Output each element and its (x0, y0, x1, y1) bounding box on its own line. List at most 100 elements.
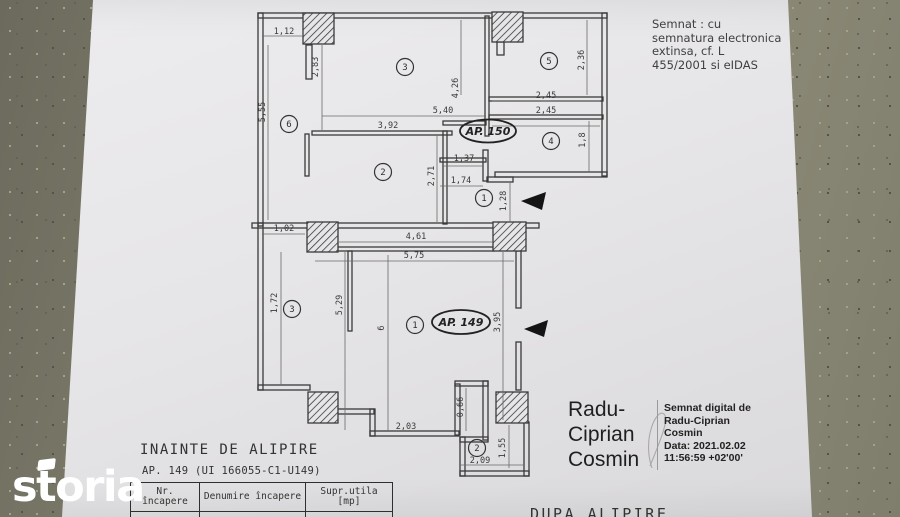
room-number: 2 (380, 168, 385, 178)
dimension-label: 1,02 (274, 224, 294, 234)
entrance-arrow-icon (524, 320, 548, 337)
wall-segment (515, 250, 522, 309)
dimension-label: 1,72 (270, 293, 280, 313)
dimension-label: 1,8 (578, 132, 588, 147)
room-number: 1 (481, 194, 486, 204)
room-number-circle (395, 57, 415, 77)
apartment-label-oval (431, 309, 491, 335)
signer-name-line: Radu- (568, 398, 626, 421)
room-number-circle (541, 131, 561, 151)
apartment-label: AP. 149 (438, 316, 484, 329)
signature-detail-line: Radu-Ciprian (664, 414, 730, 427)
stamp-line: 455/2001 si eIDAS (652, 57, 758, 72)
dimension-label: 2,03 (396, 422, 416, 432)
wall-segment (482, 149, 489, 182)
dimension-label: 2,45 (536, 106, 556, 116)
room-surface-table: Nr. încapere Denumire încapere Supr.util… (130, 482, 393, 517)
wall-segment (442, 130, 448, 225)
column-hatch (492, 221, 527, 252)
dimension-label: 1,55 (498, 438, 508, 458)
signature-divider (657, 400, 658, 470)
col-header-line: Nr. (156, 485, 174, 497)
wall-segment (251, 222, 540, 229)
col-header-line: Supr.utila (320, 485, 378, 497)
room-numbers: 3 5 6 4 2 1 3 1 2 (279, 51, 561, 458)
signature-details: Semnat digital de Radu-Ciprian Cosmin Da… (664, 402, 751, 465)
wall-segment (336, 408, 375, 415)
stamp-line: semnatura electronica (652, 30, 782, 45)
dimension-label: 1,37 (454, 154, 474, 164)
dimension-label: 4,26 (451, 78, 461, 98)
signature-detail-line: Cosmin (664, 427, 703, 439)
wall-segment (515, 341, 522, 391)
wall-segment (369, 430, 460, 437)
wall-segment (488, 114, 604, 120)
dimension-lines (262, 20, 600, 468)
signature-detail-line: Data: 2021.02.02 (664, 439, 746, 452)
dimension-label: 0,66 (456, 397, 466, 417)
wall-segment (304, 133, 310, 177)
cell-nr: 1 (130, 511, 200, 517)
dimension-labels: 1,12 2,83 5,55 5,40 4,26 2,36 2,45 2,45 … (258, 27, 588, 466)
wall-segment (484, 15, 490, 137)
signer-name-line: Ciprian (568, 423, 635, 446)
col-header-line: încapere (142, 496, 188, 507)
col-header-line: Denumire încapere (203, 490, 302, 502)
room-number: 6 (286, 120, 291, 130)
apartment-label: AP. 150 (465, 125, 511, 138)
dimension-label: 4,61 (406, 232, 426, 242)
stamp-line: extinsa, cf. L (652, 44, 725, 58)
storia-logo: storia (12, 462, 145, 512)
signature-detail-line: 11:56:59 +02'00' (664, 452, 743, 464)
dimension-label: 1,28 (499, 191, 509, 211)
room-number-circle (279, 114, 299, 134)
cell-denumire: SUFRAGERIE (199, 511, 306, 517)
window-slot (496, 41, 505, 56)
wall-segment (257, 222, 264, 391)
column-hatch (495, 391, 529, 424)
wall-segment (454, 383, 461, 436)
room-number: 3 (402, 63, 407, 73)
room-number-circle (539, 51, 559, 71)
wall-segment (459, 470, 530, 477)
room-number-circle (282, 299, 302, 319)
dimension-label: 2,09 (470, 456, 490, 466)
column-hatch (307, 391, 339, 424)
electronic-signature-stamp: Semnat : cu semnatura electronica extins… (652, 17, 782, 72)
structural-columns (302, 11, 529, 424)
room-number-circle (405, 315, 425, 335)
dimension-label: 5,29 (335, 295, 345, 315)
column-hatch (302, 12, 335, 45)
room-number: 5 (546, 57, 551, 67)
apartment-label-oval (459, 118, 517, 144)
cell-suprafata: 29,9 (305, 511, 393, 517)
table-header-row: Nr. încapere Denumire încapere Supr.util… (130, 482, 393, 512)
wall-segment (459, 436, 466, 477)
dimension-label: 5,55 (258, 102, 268, 122)
room-number-circle (474, 188, 494, 208)
entrance-arrows (521, 192, 548, 337)
table-row: 1 SUFRAGERIE 29,9 (130, 511, 393, 517)
dimension-label: 3,95 (493, 312, 503, 332)
room-number-circle (373, 162, 393, 182)
signer-name-line: Cosmin (568, 448, 640, 471)
dimension-label: 5,40 (433, 106, 453, 116)
wall-segment (439, 157, 487, 163)
col-header-denumire: Denumire încapere (199, 482, 306, 512)
wall-segment (523, 421, 530, 477)
dimension-label: 3,92 (378, 121, 398, 131)
col-header-suprafata: Supr.utila [mp] (305, 482, 393, 512)
dimension-label: 1,74 (451, 176, 471, 186)
dimension-label: 2,83 (311, 57, 321, 77)
dimension-label: 5,75 (404, 251, 424, 261)
room-number-circle (467, 438, 487, 458)
stamp-line: Semnat : cu (652, 17, 722, 31)
dimension-label: 2,36 (577, 50, 587, 70)
dimension-label: 2,71 (427, 166, 437, 186)
after-merge-title: DUPA ALIPIRE (530, 505, 669, 517)
wall-segment (257, 12, 264, 227)
wall-segment (486, 176, 514, 183)
wall-segment (601, 12, 608, 177)
column-hatch (306, 221, 339, 253)
